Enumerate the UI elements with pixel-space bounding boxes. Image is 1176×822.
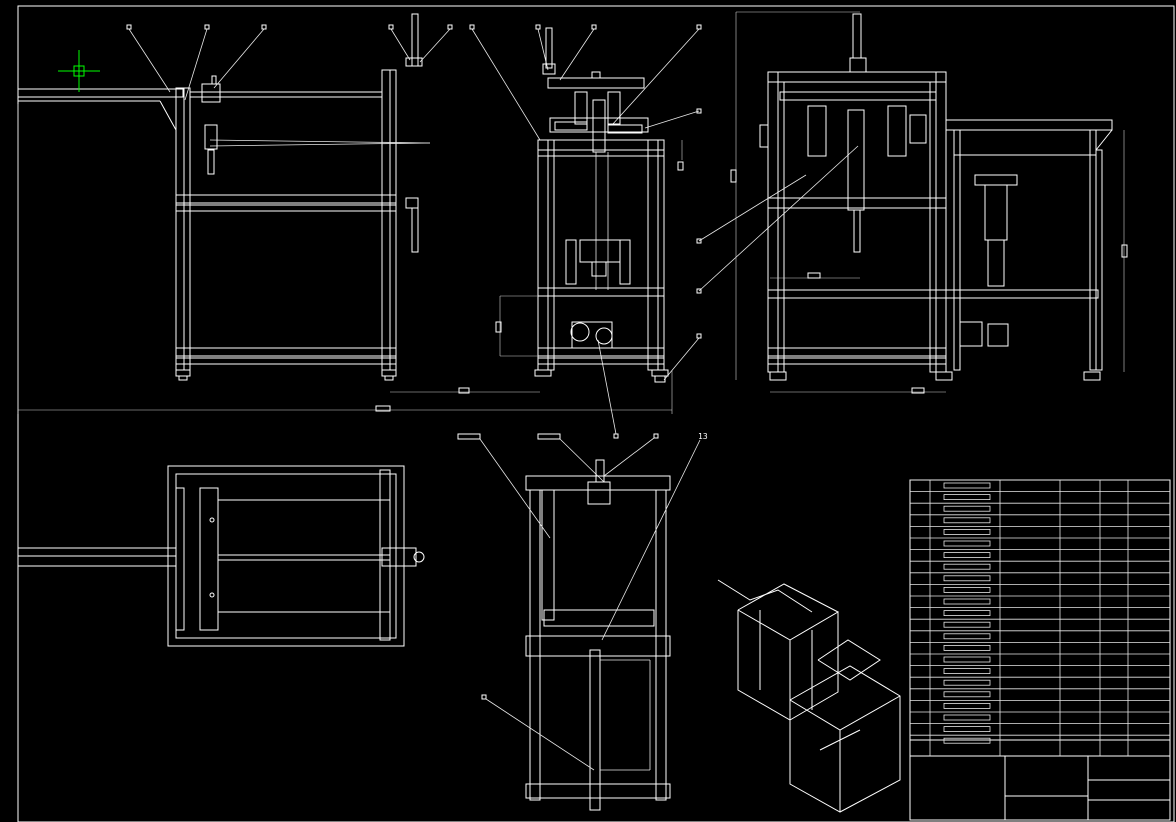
parts-code-cell: [943, 679, 991, 686]
parts-code-cell: [943, 714, 991, 721]
front-elevation: [17, 13, 673, 414]
parts-code-cell: [943, 505, 991, 512]
title-block: [909, 479, 1171, 821]
plan-view: [17, 465, 425, 647]
parts-code-cell: [943, 598, 991, 605]
parts-code-cell: [943, 575, 991, 582]
parts-code-cell: [943, 517, 991, 524]
parts-code-cell: [943, 737, 991, 744]
parts-code-cell: [943, 540, 991, 547]
parts-code-cell: [943, 726, 991, 732]
parts-code-cell: [943, 668, 991, 674]
crosshair-cursor-icon: [58, 50, 100, 92]
parts-code-cell: [943, 529, 991, 535]
parts-code-cell: [943, 563, 991, 570]
callouts-elevation: [126, 24, 859, 439]
parts-code-cell: [943, 703, 991, 709]
right-elevation: [730, 11, 1128, 394]
drawing-border: [17, 5, 1175, 822]
parts-code-cell: [943, 482, 991, 489]
parts-code-cell: [943, 587, 991, 593]
parts-code-cell: [943, 656, 991, 663]
parts-code-cell: [943, 610, 991, 616]
top-view: [457, 433, 701, 811]
parts-code-cell: [943, 552, 991, 558]
callout-13: 13: [698, 432, 708, 441]
parts-code-cell: [943, 645, 991, 651]
parts-code-cell: [943, 494, 991, 501]
parts-code-cell: [943, 633, 991, 640]
parts-code-cell: [943, 621, 991, 628]
side-elevation: [495, 27, 684, 383]
isometric-view: [717, 579, 901, 813]
parts-code-cell: [943, 691, 991, 698]
